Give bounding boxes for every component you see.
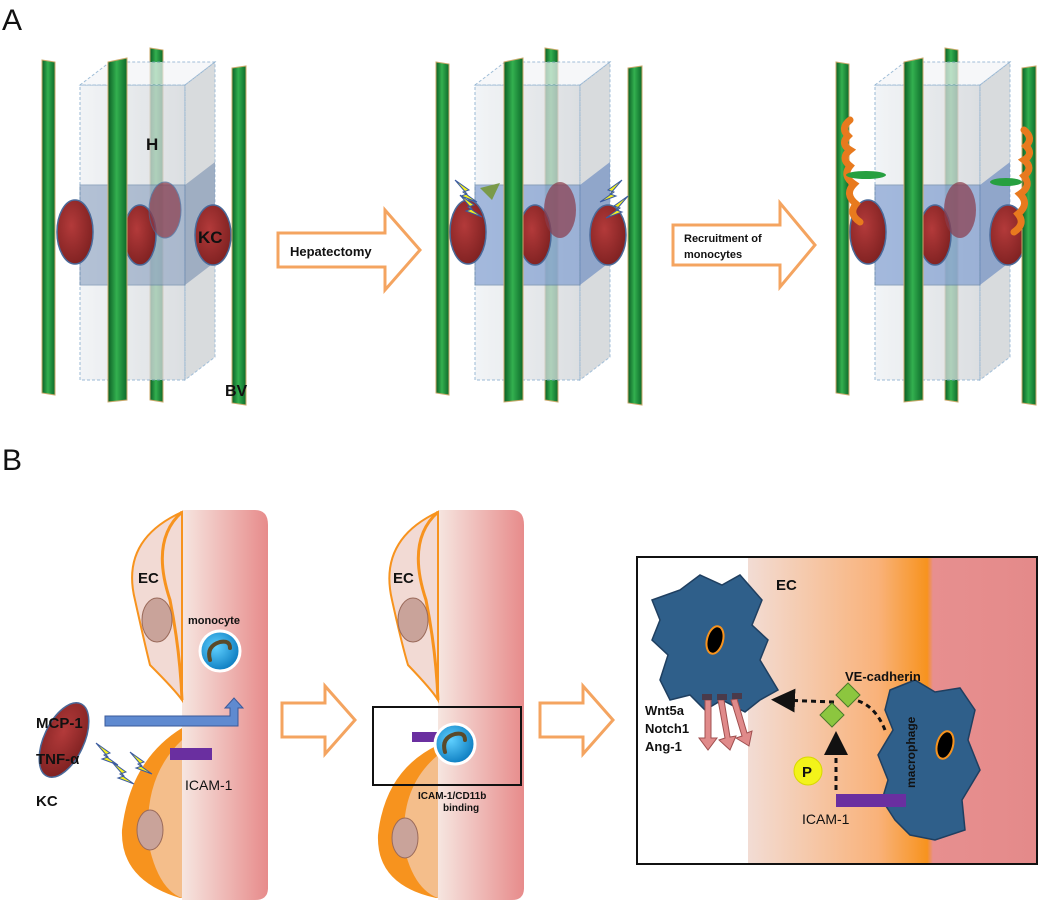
- liver-scheme-hepatectomy: [435, 47, 643, 406]
- icam1-label-left: ICAM-1: [185, 777, 233, 793]
- panel-a-letter: A: [2, 4, 22, 37]
- liver-scheme-recruitment: [835, 47, 1037, 406]
- ec-label-left: EC: [138, 570, 159, 587]
- inset-detail: [636, 556, 1038, 865]
- recruitment-label-line2: monocytes: [684, 249, 742, 261]
- binding-label-line1: ICAM-1/CD11b: [418, 791, 486, 802]
- inset-icam1-label: ICAM-1: [802, 811, 850, 827]
- notch1-label: Notch1: [645, 721, 689, 736]
- kupffer-cell-signals: [38, 697, 245, 785]
- label-kc: KC: [198, 228, 223, 247]
- hepatectomy-label: Hepatectomy: [290, 244, 372, 259]
- macrophage-label: macrophage: [904, 716, 918, 788]
- label-h: H: [146, 135, 158, 154]
- recruitment-arrow: [671, 198, 817, 292]
- mcp1-label: MCP-1: [36, 715, 83, 732]
- ang1-label: Ang-1: [645, 739, 682, 754]
- tnfa-label: TNF-α: [36, 751, 80, 768]
- p-label: P: [802, 764, 812, 781]
- ec-label-middle: EC: [393, 570, 414, 587]
- hepatectomy-arrow: [276, 206, 422, 294]
- arrow-b1: [280, 682, 358, 758]
- kc-label-b: KC: [36, 793, 58, 810]
- arrow-b2: [538, 682, 616, 758]
- vecadherin-label: VE-cadherin: [845, 669, 921, 684]
- inset-ec-label: EC: [776, 577, 797, 594]
- wnt5a-label: Wnt5a: [645, 703, 685, 718]
- vessel-binding: [372, 510, 524, 900]
- liver-scheme-before: [41, 47, 247, 406]
- panel-b-letter: B: [2, 444, 22, 477]
- label-bv: BV: [225, 383, 248, 400]
- recruitment-label-line1: Recruitment of: [684, 233, 762, 245]
- binding-label-line2: binding: [443, 803, 479, 814]
- monocyte-label: monocyte: [188, 615, 240, 627]
- vessel-monocyte-recruitment: [121, 510, 268, 900]
